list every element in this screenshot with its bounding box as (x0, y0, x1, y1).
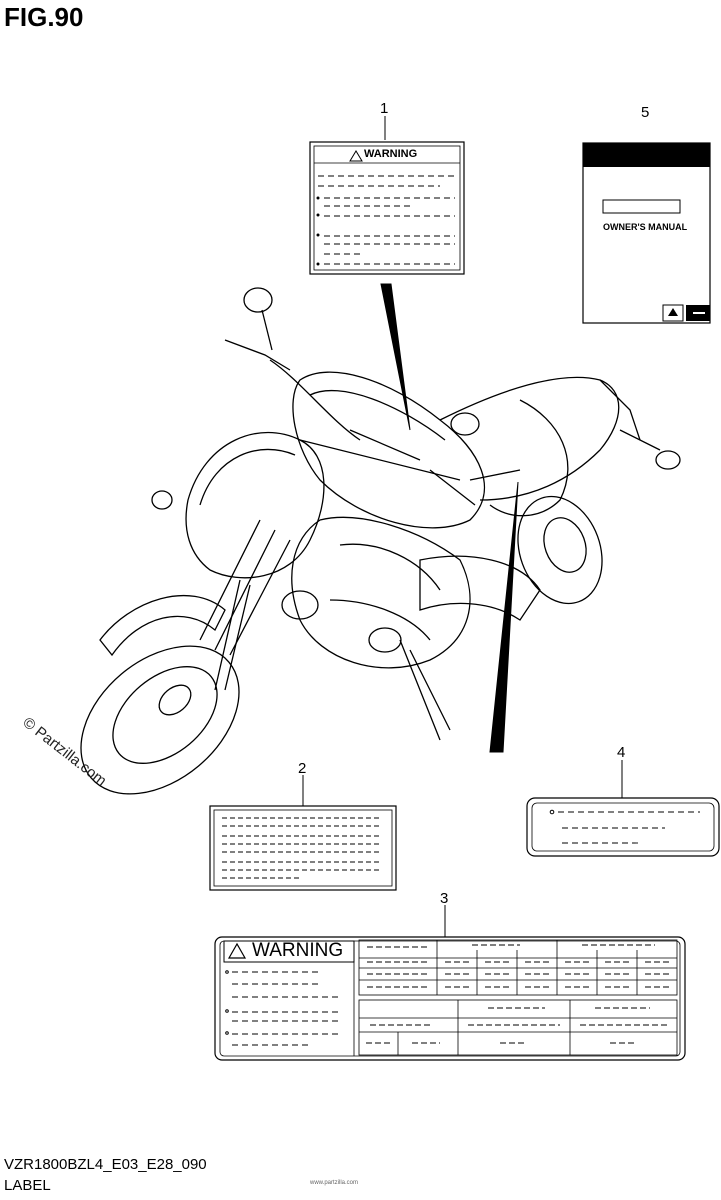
label-2 (209, 805, 397, 891)
leader-arrow-1 (380, 283, 411, 431)
callout-3: 3 (440, 890, 449, 907)
callout-2: 2 (298, 760, 307, 777)
callout-4: 4 (617, 744, 626, 761)
warning-label-1 (309, 141, 465, 275)
warning-label-3-heading: WARNING (252, 940, 344, 961)
warning-triangle-icon (227, 942, 247, 959)
leader-arrow-2 (489, 481, 519, 753)
callout-5: 5 (641, 104, 650, 121)
suzuki-logo-icon (668, 308, 678, 316)
label-4 (526, 797, 720, 857)
leader-lines (302, 116, 623, 938)
warning-label-3 (214, 936, 686, 1061)
model-code: VZR1800BZL4_E03_E28_090 (4, 1156, 207, 1173)
warning-triangle-icon (349, 150, 363, 162)
site-stamp: www.partzilla.com (310, 1180, 359, 1186)
section-name: LABEL (4, 1177, 51, 1194)
callout-1: 1 (380, 100, 389, 117)
figure-title: FIG.90 (4, 2, 84, 32)
warning-label-1-heading: WARNING (364, 148, 418, 160)
owners-manual-title: OWNER'S MANUAL (603, 222, 688, 232)
owners-manual (582, 142, 711, 324)
motorcycle-illustration (80, 287, 681, 795)
